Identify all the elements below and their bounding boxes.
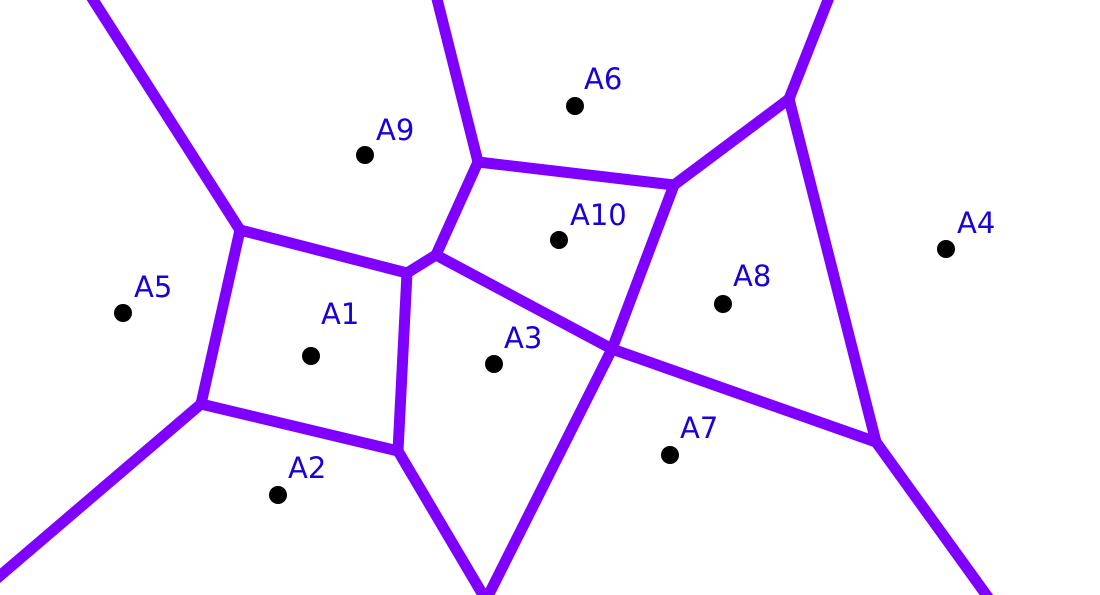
site-label: A7	[680, 411, 718, 445]
site-dot	[566, 97, 584, 115]
site-a6: A6	[566, 62, 622, 115]
site-dot	[114, 304, 132, 322]
voronoi-edge	[401, 249, 442, 279]
site-a7: A7	[661, 411, 718, 464]
voronoi-edge	[783, 93, 882, 448]
site-dot	[269, 486, 287, 504]
site-a9: A9	[356, 113, 414, 164]
site-dot	[550, 231, 568, 249]
voronoi-edge	[430, 156, 484, 261]
site-dot	[356, 146, 374, 164]
site-label: A2	[288, 451, 326, 485]
site-label: A8	[733, 259, 771, 293]
site-label: A9	[376, 113, 414, 147]
voronoi-edge	[870, 436, 994, 595]
site-a2: A2	[269, 451, 326, 504]
voronoi-edge	[783, 0, 834, 105]
voronoi-edge	[86, 0, 246, 236]
voronoi-edge	[430, 249, 618, 355]
voronoi-edge	[482, 343, 618, 595]
site-dot	[661, 446, 679, 464]
site-label: A3	[504, 321, 542, 355]
voronoi-edges	[0, 0, 994, 595]
site-dot	[302, 347, 320, 365]
site-a4: A4	[937, 206, 995, 258]
site-a3: A3	[485, 321, 542, 373]
site-a10: A10	[550, 198, 627, 249]
site-label: A1	[321, 297, 359, 331]
voronoi-edge	[392, 267, 413, 457]
site-label: A4	[957, 206, 995, 240]
site-a5: A5	[114, 270, 172, 322]
voronoi-edge	[606, 179, 680, 355]
voronoi-edge	[0, 398, 207, 583]
voronoi-edge	[606, 343, 882, 448]
voronoi-edge	[431, 0, 484, 168]
site-label: A5	[134, 270, 172, 304]
voronoi-edge	[234, 224, 413, 279]
site-dot	[485, 355, 503, 373]
voronoi-edge	[392, 445, 490, 595]
voronoi-edge	[195, 224, 246, 410]
site-label: A10	[570, 198, 627, 232]
site-a8: A8	[714, 259, 771, 313]
site-dot	[937, 240, 955, 258]
voronoi-edge	[195, 398, 404, 457]
voronoi-edge	[668, 93, 795, 191]
site-dot	[714, 295, 732, 313]
voronoi-edge	[472, 156, 680, 191]
site-label: A6	[584, 62, 622, 96]
site-a1: A1	[302, 297, 359, 365]
